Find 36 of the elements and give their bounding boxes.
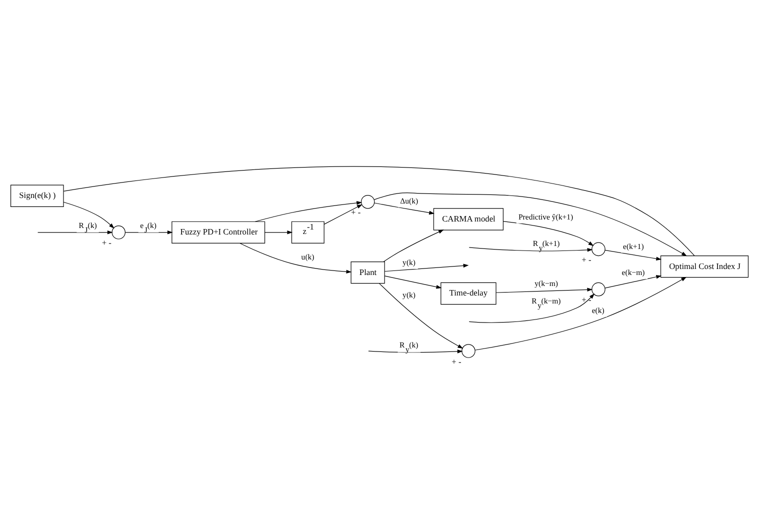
node-circle: [592, 242, 606, 256]
node-box: Fuzzy PD+I Controller: [172, 220, 266, 243]
node-label: + -: [102, 238, 112, 248]
arrow: [264, 230, 293, 234]
node-box: Plant: [350, 260, 385, 284]
arrow: [324, 204, 362, 224]
node-circle: [462, 344, 476, 358]
node-box: Sign(e(k) ): [10, 184, 64, 206]
arrow: [125, 230, 173, 234]
arrow: [383, 229, 444, 262]
arrow: [374, 192, 687, 256]
arrow: [384, 263, 469, 272]
arrow: [374, 202, 435, 214]
node-label: + -: [452, 356, 462, 366]
node-box: Optimal Cost Index J: [660, 254, 749, 278]
arrow: [604, 249, 662, 260]
arrow: [496, 287, 593, 292]
arrow: [368, 349, 463, 353]
node-label: + -: [351, 208, 361, 217]
node-circle: [112, 225, 126, 239]
arrow: [604, 274, 662, 288]
arrow: [384, 275, 442, 288]
node-box: Time-delay: [440, 282, 496, 304]
arrow: [63, 201, 114, 228]
node-circle: [592, 282, 606, 296]
arrow: [468, 246, 593, 252]
connector: [63, 166, 695, 256]
node-label: + -: [582, 295, 592, 304]
node-box: CARMA model: [433, 208, 504, 230]
arrow: [379, 282, 464, 348]
arrow: [38, 230, 113, 234]
node-circle: [360, 194, 375, 208]
arrow: [240, 242, 352, 274]
arrow: [254, 200, 362, 222]
arrow: [503, 220, 594, 246]
node-label: + -: [582, 254, 592, 264]
